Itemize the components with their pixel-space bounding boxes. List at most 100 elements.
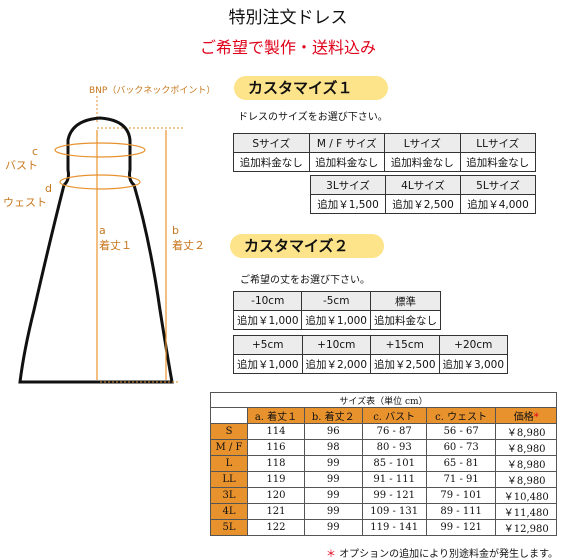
size-chart-cell-b: 99 xyxy=(303,519,363,536)
size-option-price: 追加料金なし xyxy=(233,152,310,172)
custom1-size-table-2: 3Lサイズ 4Lサイズ 5Lサイズ 追加￥1,500 追加￥2,500 追加￥4… xyxy=(310,175,536,214)
size-chart-cell-size: 3L xyxy=(210,487,248,504)
size-chart-cell-a: 118 xyxy=(247,455,305,472)
size-chart-header: b. 着丈２ xyxy=(303,407,363,424)
size-option-header: 4Lサイズ xyxy=(385,175,461,195)
size-chart-cell-waist: 56 - 67 xyxy=(425,423,497,440)
size-option-header: 3Lサイズ xyxy=(310,175,386,195)
footnote: ＊ オプションの追加により別途料金が発生します。 xyxy=(326,545,558,560)
size-option-header: M / F サイズ xyxy=(308,133,385,153)
custom2-heading: カスタマイズ２ xyxy=(230,234,384,258)
custom1-size-table-1: Sサイズ M / F サイズ Lサイズ LLサイズ 追加料金なし 追加料金なし … xyxy=(233,133,536,172)
size-chart-cell-bust: 85 - 101 xyxy=(361,455,427,472)
dress-diagram xyxy=(18,96,185,384)
size-chart-cell-a: 114 xyxy=(247,423,305,440)
footnote-text: オプションの追加により別途料金が発生します。 xyxy=(339,549,558,560)
size-option-price: 追加料金なし xyxy=(308,152,385,172)
bnp-label: BNP（バックネックポイント） xyxy=(89,86,216,96)
footnote-star: ＊ xyxy=(326,549,336,560)
length-option-header: -5cm xyxy=(301,291,371,311)
size-chart-cell-bust: 99 - 121 xyxy=(361,487,427,504)
page-subtitle: ご希望で製作・送料込み xyxy=(199,38,376,57)
size-chart-cell-bust: 119 - 141 xyxy=(361,519,427,536)
dress-outline xyxy=(18,116,174,384)
size-chart-cell-bust: 76 - 87 xyxy=(361,423,427,440)
size-chart-cell-price: ￥10,480 xyxy=(495,487,557,504)
size-chart-cell-bust: 91 - 111 xyxy=(361,471,427,488)
length-option-header: +5cm xyxy=(233,335,303,355)
size-chart-cell-waist: 99 - 121 xyxy=(425,519,497,536)
size-chart-cell-waist: 89 - 111 xyxy=(425,503,497,520)
size-chart-cell-size: L xyxy=(210,455,248,472)
length-option-price: 追加料金なし xyxy=(369,310,442,330)
size-chart-header-price: 価格* xyxy=(495,407,557,424)
size-chart-cell-a: 120 xyxy=(247,487,305,504)
size-chart-cell-b: 99 xyxy=(303,503,363,520)
size-chart-header: c. バスト xyxy=(361,407,427,424)
bust-label: バスト xyxy=(5,159,38,172)
size-chart-cell-size: 4L xyxy=(210,503,248,520)
price-header-label: 価格 xyxy=(513,412,534,423)
a-label: 着丈１ xyxy=(99,239,132,252)
size-chart-cell-price: ￥8,980 xyxy=(495,439,557,456)
size-option-price: 追加料金なし xyxy=(459,152,536,172)
size-option-price: 追加料金なし xyxy=(384,152,461,172)
size-chart-caption: サイズ表（単位 cm） xyxy=(210,392,557,408)
custom1-desc: ドレスのサイズをお選び下さい。 xyxy=(238,112,388,123)
size-chart-cell-price: ￥12,980 xyxy=(495,519,557,536)
waist-label: ウェスト xyxy=(3,196,47,209)
page-title: 特別注文ドレス xyxy=(228,8,348,28)
size-chart-cell-waist: 79 - 101 xyxy=(425,487,497,504)
size-chart-cell-b: 99 xyxy=(303,455,363,472)
size-chart-cell-waist: 60 - 73 xyxy=(425,439,497,456)
size-option-header: 5Lサイズ xyxy=(460,175,536,195)
custom2-length-table-1: -10cm -5cm 標準 追加￥1,000 追加￥1,000 追加料金なし xyxy=(232,291,442,330)
b-label: 着丈２ xyxy=(172,239,205,252)
size-chart-cell-b: 96 xyxy=(303,423,363,440)
size-option-price: 追加￥1,500 xyxy=(310,194,386,214)
b-letter: b xyxy=(172,224,179,237)
size-chart-cell-bust: 80 - 93 xyxy=(361,439,427,456)
size-option-price: 追加￥4,000 xyxy=(460,194,536,214)
length-option-header: +10cm xyxy=(301,335,371,355)
size-chart-cell-price: ￥11,480 xyxy=(495,503,557,520)
size-chart-cell-b: 99 xyxy=(303,487,363,504)
size-option-header: Sサイズ xyxy=(233,133,310,153)
price-star: * xyxy=(533,412,539,423)
custom1-heading: カスタマイズ１ xyxy=(234,76,388,100)
length-option-price: 追加￥2,000 xyxy=(301,354,371,374)
size-chart-cell-a: 116 xyxy=(247,439,305,456)
length-option-header: +15cm xyxy=(370,335,440,355)
size-chart-cell-a: 121 xyxy=(247,503,305,520)
length-option-price: 追加￥3,000 xyxy=(438,354,508,374)
size-chart-cell-waist: 71 - 91 xyxy=(425,471,497,488)
size-chart-table: サイズ表（単位 cm） a. 着丈１ b. 着丈２ c. バスト c. ウェスト… xyxy=(210,392,557,536)
size-chart-cell-price: ￥8,980 xyxy=(495,423,557,440)
a-letter: a xyxy=(99,224,106,237)
length-option-price: 追加￥1,000 xyxy=(232,310,303,330)
size-chart-cell-price: ￥8,980 xyxy=(495,471,557,488)
size-option-header: Lサイズ xyxy=(384,133,461,153)
length-option-header: 標準 xyxy=(369,291,442,311)
size-chart-cell-a: 119 xyxy=(247,471,305,488)
size-option-price: 追加￥2,500 xyxy=(385,194,461,214)
length-option-header: +20cm xyxy=(438,335,508,355)
size-chart-cell-b: 99 xyxy=(303,471,363,488)
size-option-header: LLサイズ xyxy=(459,133,536,153)
size-chart-cell-size: M / F xyxy=(210,439,248,456)
length-option-price: 追加￥1,000 xyxy=(233,354,303,374)
custom2-desc: ご希望の丈をお選び下さい。 xyxy=(240,275,370,286)
size-chart-cell-price: ￥8,980 xyxy=(495,455,557,472)
size-chart-cell-b: 98 xyxy=(303,439,363,456)
bust-letter: c xyxy=(32,145,39,158)
size-chart-cell-a: 122 xyxy=(247,519,305,536)
custom2-length-table-2: +5cm +10cm +15cm +20cm 追加￥1,000 追加￥2,000… xyxy=(233,335,508,374)
length-option-header: -10cm xyxy=(232,291,303,311)
size-chart-cell-waist: 65 - 81 xyxy=(425,455,497,472)
